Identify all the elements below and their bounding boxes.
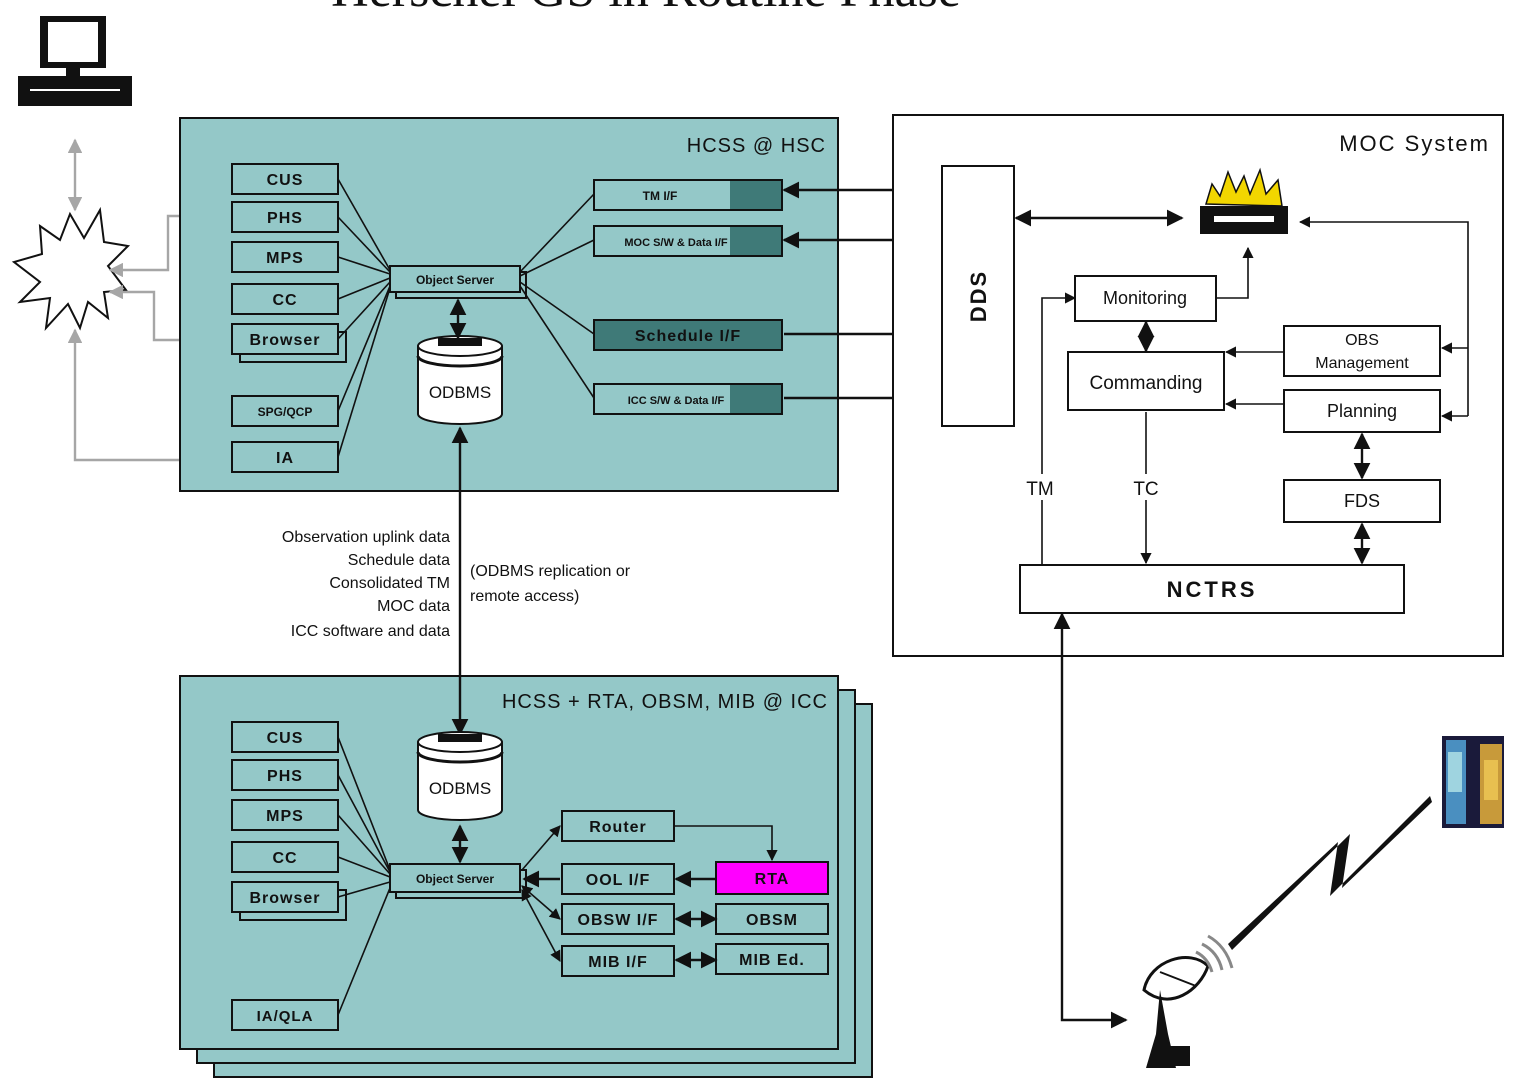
page-title: Herschel GS in Routine Phase — [331, 0, 961, 18]
hsc-odbms[interactable] — [418, 336, 502, 424]
obsw-interface-label: OBSW I/F — [578, 912, 659, 929]
spacecraft-icon — [1442, 736, 1504, 828]
obs-management-label-line2: Management — [1315, 355, 1409, 372]
icc-module-cc-label: CC — [272, 850, 297, 867]
hsc-module-browser-label: Browser — [249, 332, 320, 349]
replication-note-line1: (ODBMS replication or — [470, 563, 631, 580]
obsm-label: OBSM — [746, 912, 798, 929]
hsc-module-spg-qcp-label: SPG/QCP — [258, 405, 313, 419]
replication-note-line2: remote access) — [470, 588, 579, 605]
link-item-1: Observation uplink data — [282, 529, 450, 546]
icc-odbms-label: ODBMS — [429, 779, 491, 798]
hsc-module-cc-label: CC — [272, 292, 297, 309]
moc-frame-label: MOC System — [1339, 131, 1490, 156]
mib-interface-label: MIB I/F — [588, 954, 647, 971]
obs-management-label-line1: OBS — [1345, 332, 1379, 349]
dds-label: DDS — [966, 270, 991, 322]
ool-interface-label: OOL I/F — [586, 872, 650, 889]
icc-odbms[interactable] — [418, 732, 502, 820]
nctrs-label: NCTRS — [1167, 577, 1258, 602]
hsc-module-ia-label: IA — [276, 450, 294, 467]
workstation-icon — [18, 16, 132, 106]
link-item-4: MOC data — [377, 598, 450, 615]
icc-object-server-label: Object Server — [416, 872, 494, 886]
link-data-items: Observation uplink data Schedule data Co… — [282, 529, 450, 640]
schedule-interface-label: Schedule I/F — [635, 328, 741, 345]
icc-sw-data-interface-label: ICC S/W & Data I/F — [628, 395, 725, 407]
link-item-5: ICC software and data — [291, 623, 450, 640]
icc-frame-label: HCSS + RTA, OBSM, MIB @ ICC — [502, 691, 828, 713]
link-item-2: Schedule data — [348, 552, 450, 569]
tm-interface-label: TM I/F — [643, 189, 678, 203]
icc-module-cus-label: CUS — [267, 730, 304, 747]
hsc-odbms-label: ODBMS — [429, 383, 491, 402]
tm-label: TM — [1026, 479, 1053, 500]
icc-module-mps-label: MPS — [266, 808, 304, 825]
hsc-frame-label: HCSS @ HSC — [687, 135, 826, 157]
router-label: Router — [589, 819, 647, 836]
monitoring-label: Monitoring — [1103, 288, 1187, 308]
fds-label: FDS — [1344, 491, 1380, 511]
hsc-object-server-label: Object Server — [416, 273, 494, 287]
icc-module-browser-label: Browser — [249, 890, 320, 907]
hsc-module-cus-label: CUS — [267, 172, 304, 189]
moc-sw-data-interface-label: MOC S/W & Data I/F — [624, 237, 728, 249]
icc-module-phs-label: PHS — [267, 768, 303, 785]
ground-antenna-icon — [1144, 936, 1232, 1068]
planning-label: Planning — [1327, 401, 1397, 421]
tc-label: TC — [1133, 479, 1158, 500]
hsc-module-mps-label: MPS — [266, 250, 304, 267]
hsc-module-phs-label: PHS — [267, 210, 303, 227]
commanding-label: Commanding — [1090, 373, 1203, 394]
rta-label: RTA — [755, 871, 790, 888]
mib-editor-label: MIB Ed. — [739, 952, 805, 969]
radio-link-bolt — [1228, 796, 1432, 950]
link-item-3: Consolidated TM — [329, 575, 450, 592]
icc-module-ia-qla-label: IA/QLA — [257, 1008, 314, 1025]
